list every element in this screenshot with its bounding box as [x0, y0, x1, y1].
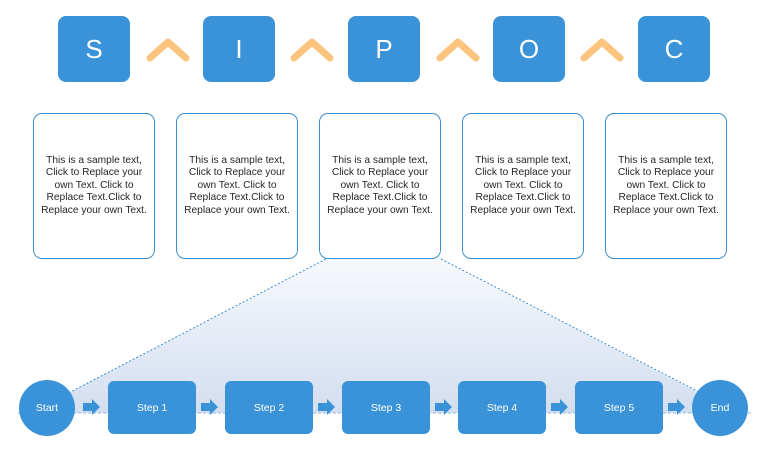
arrow-right-icon: [435, 399, 452, 415]
arrow-right-icon: [668, 399, 685, 415]
card-customer: This is a sample text, Click to Replace …: [605, 113, 727, 259]
sipoc-letter-i: I: [203, 16, 275, 82]
step-1-box: Step 1: [108, 381, 196, 434]
card-output: This is a sample text, Click to Replace …: [462, 113, 584, 259]
arrow-right-icon: [83, 399, 100, 415]
sipoc-letter-s: S: [58, 16, 130, 82]
sipoc-letter-c: C: [638, 16, 710, 82]
step-5-box: Step 5: [575, 381, 663, 434]
card-text: This is a sample text, Click to Replace …: [470, 154, 576, 216]
card-text: This is a sample text, Click to Replace …: [613, 154, 719, 216]
arrow-right-icon: [551, 399, 568, 415]
caret-up-icon: [146, 38, 190, 62]
arrow-right-icon: [201, 399, 218, 415]
caret-up-icon: [436, 38, 480, 62]
card-text: This is a sample text, Click to Replace …: [184, 154, 290, 216]
sipoc-letter-p: P: [348, 16, 420, 82]
card-supplier: This is a sample text, Click to Replace …: [33, 113, 155, 259]
step-4-box: Step 4: [458, 381, 546, 434]
card-process: This is a sample text, Click to Replace …: [319, 113, 441, 259]
caret-up-icon: [290, 38, 334, 62]
end-node: End: [692, 380, 748, 436]
caret-up-icon: [580, 38, 624, 62]
card-text: This is a sample text, Click to Replace …: [41, 154, 147, 216]
sipoc-letter-o: O: [493, 16, 565, 82]
card-text: This is a sample text, Click to Replace …: [327, 154, 433, 216]
step-2-box: Step 2: [225, 381, 313, 434]
start-node: Start: [19, 380, 75, 436]
step-3-box: Step 3: [342, 381, 430, 434]
card-input: This is a sample text, Click to Replace …: [176, 113, 298, 259]
arrow-right-icon: [318, 399, 335, 415]
